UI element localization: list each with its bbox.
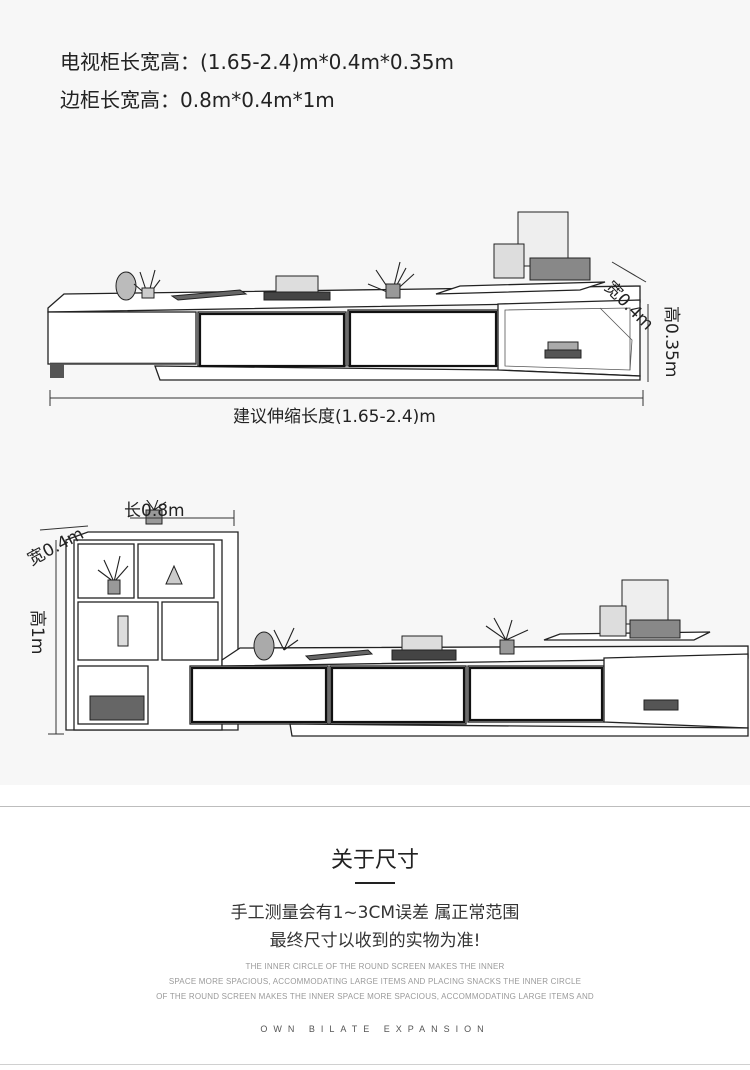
bottom-length-label: 长0.8m bbox=[124, 501, 185, 521]
actual-product-note: 最终尺寸以收到的实物为准! bbox=[269, 931, 481, 951]
tagline: OWN BILATE EXPANSION bbox=[260, 1024, 490, 1034]
side-cabinet-drawing bbox=[39, 500, 749, 737]
extension-length-label: 建议伸缩长度(1.65-2.4)m bbox=[233, 407, 436, 427]
measurement-note: 手工测量会有1~3CM误差 属正常范围 bbox=[230, 903, 520, 923]
title-underline bbox=[355, 882, 395, 884]
section-divider bbox=[0, 806, 750, 807]
bottom-height-label: 高1m bbox=[27, 610, 47, 655]
tv-cabinet-drawing bbox=[47, 211, 649, 406]
section-title: 关于尺寸 bbox=[330, 848, 419, 873]
side-cabinet-dimensions: 边柜长宽高：0.8m*0.4m*1m bbox=[60, 88, 335, 112]
tv-cabinet-dimensions: 电视柜长宽高：(1.65-2.4)m*0.4m*0.35m bbox=[60, 50, 454, 74]
top-height-label: 高0.35m bbox=[661, 306, 681, 378]
bottom-divider bbox=[0, 1064, 750, 1065]
english-text-line: THE INNER CIRCLE OF THE ROUND SCREEN MAK… bbox=[245, 962, 505, 971]
english-text-line: SPACE MORE SPACIOUS, ACCOMMODATING LARGE… bbox=[168, 977, 582, 986]
english-text-line: OF THE ROUND SCREEN MAKES THE INNER SPAC… bbox=[156, 992, 594, 1001]
